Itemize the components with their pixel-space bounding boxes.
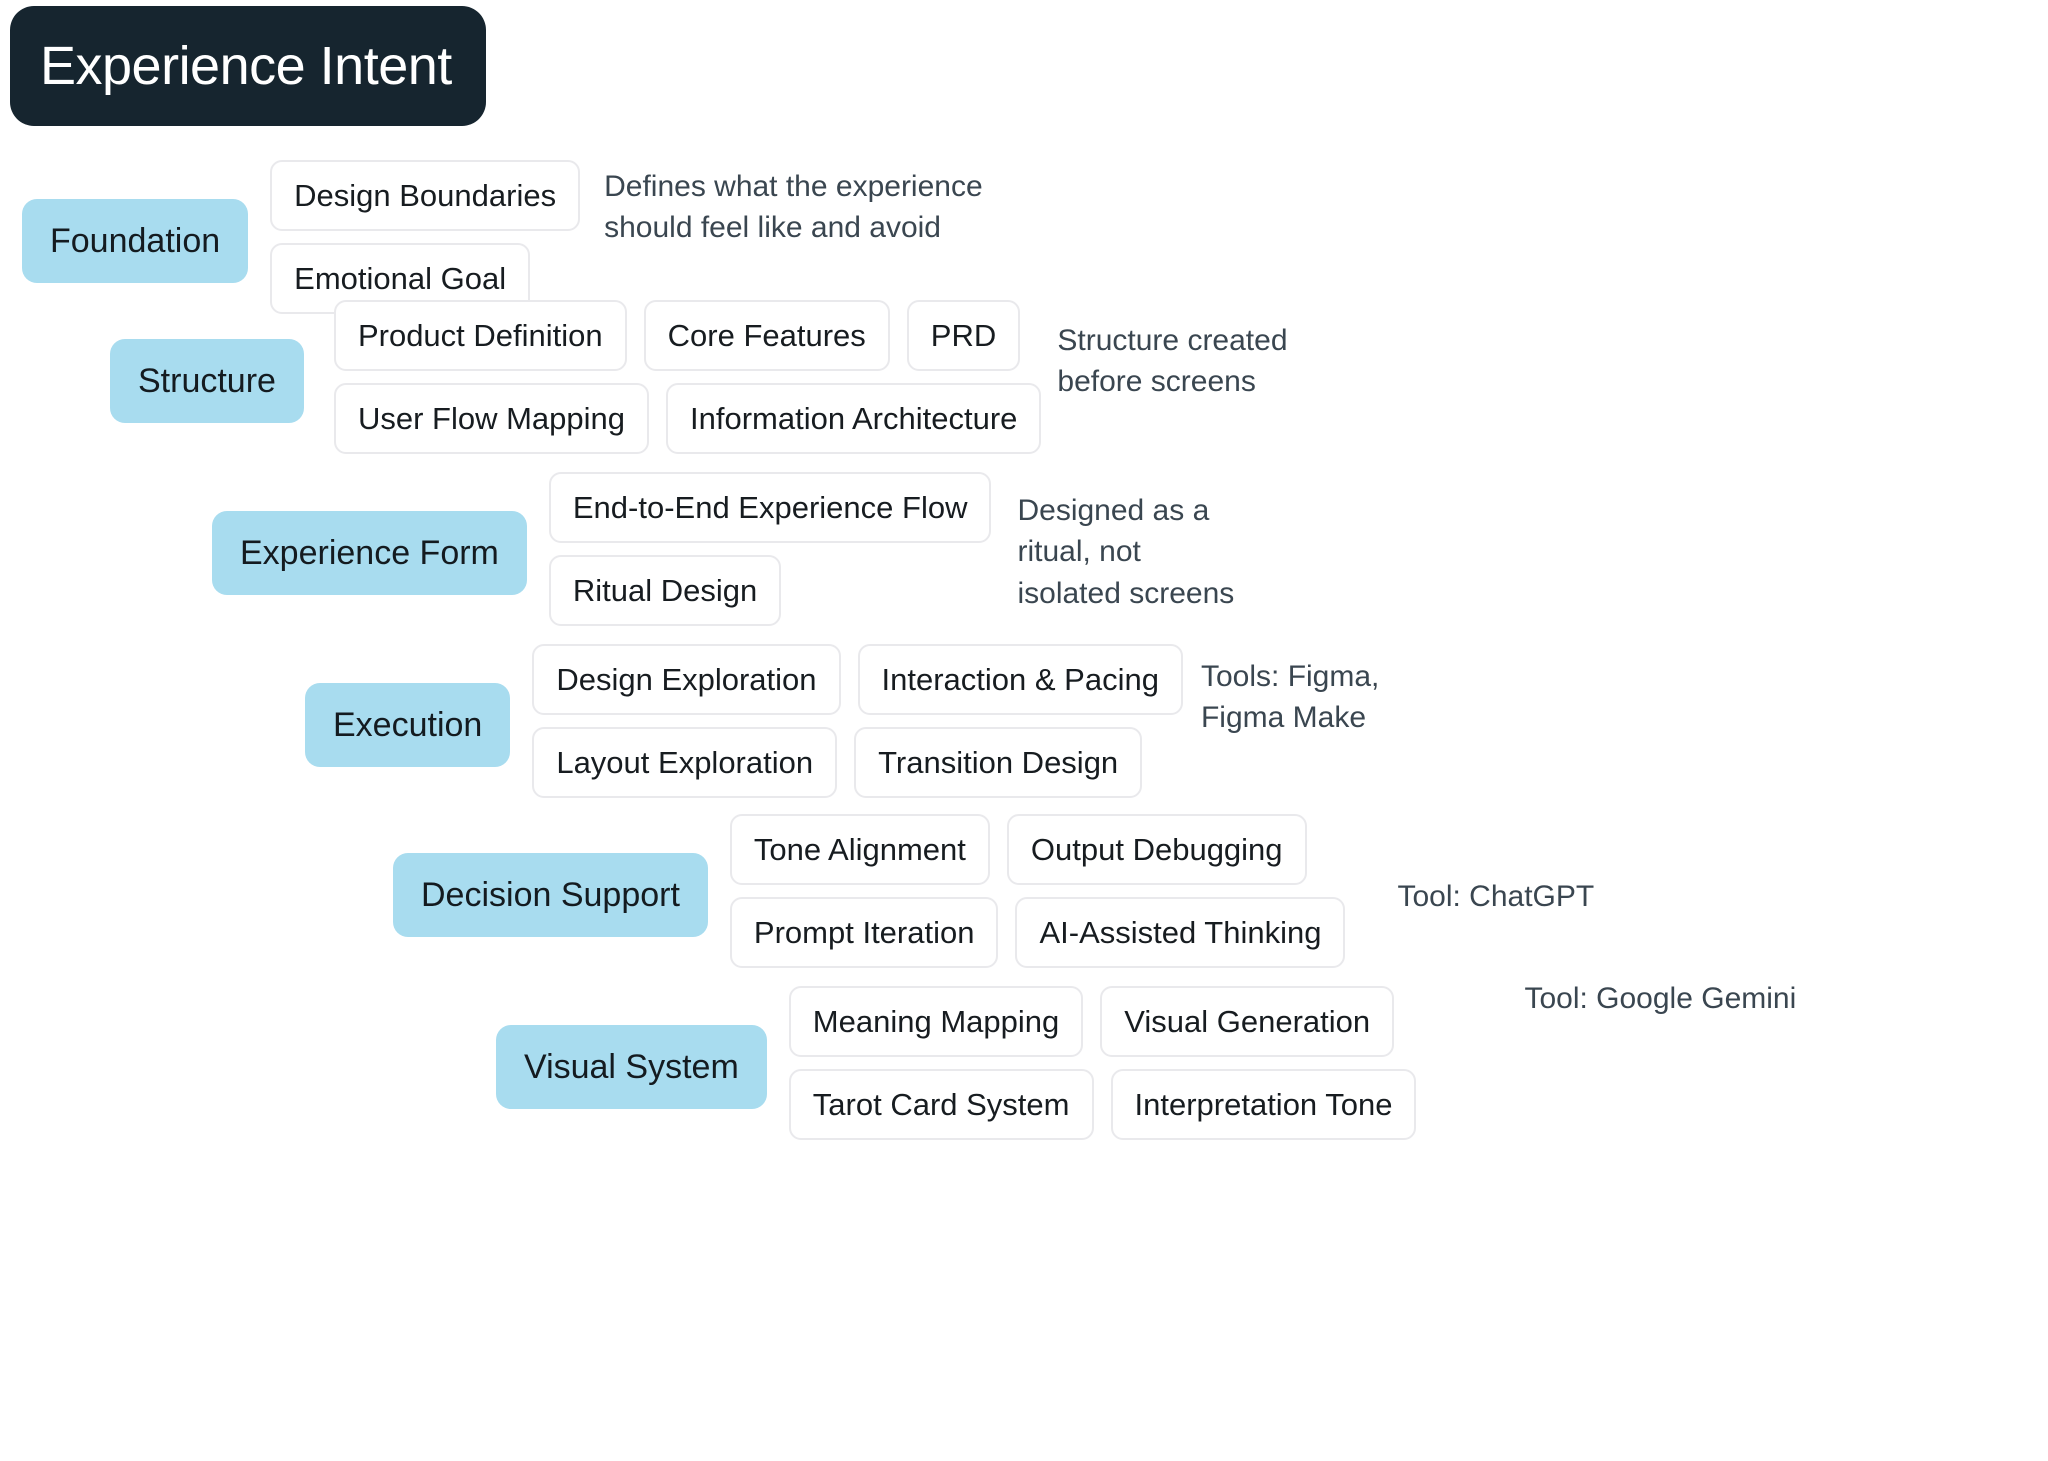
- item-pill[interactable]: Output Debugging: [1006, 814, 1307, 885]
- category-pill-structure[interactable]: Structure: [110, 339, 304, 423]
- row-annotation-visual-system: Tool: Google Gemini: [1524, 982, 1797, 1015]
- category-pill-wrap-structure: Structure: [110, 300, 304, 462]
- item-pill[interactable]: Ritual Design: [548, 555, 782, 626]
- item-pill-line: Ritual Design: [548, 555, 992, 626]
- row-annotation-foundation: Defines what the experience should feel …: [604, 170, 983, 245]
- category-pill-decision-support[interactable]: Decision Support: [393, 853, 708, 937]
- item-pill[interactable]: Product Definition: [333, 300, 627, 371]
- item-pill[interactable]: Interpretation Tone: [1110, 1069, 1417, 1140]
- item-pill[interactable]: Design Exploration: [532, 644, 841, 715]
- row-annotation-structure: Structure created before screens: [1057, 324, 1288, 399]
- item-pill[interactable]: Design Boundaries: [270, 160, 581, 231]
- item-pill[interactable]: Interaction & Pacing: [857, 644, 1183, 715]
- item-pill[interactable]: Meaning Mapping: [788, 986, 1084, 1057]
- item-pill-line: End-to-End Experience Flow: [548, 472, 992, 543]
- item-pill[interactable]: PRD: [906, 300, 1021, 371]
- item-pill[interactable]: Transition Design: [854, 727, 1143, 798]
- category-pill-wrap-foundation: Foundation: [22, 160, 249, 322]
- category-pill-wrap-visual-system: Visual System: [496, 986, 767, 1148]
- item-pill[interactable]: User Flow Mapping: [333, 383, 649, 454]
- category-pill-execution[interactable]: Execution: [305, 683, 511, 767]
- category-pill-visual-system[interactable]: Visual System: [496, 1025, 767, 1109]
- item-pill[interactable]: Tarot Card System: [788, 1069, 1094, 1140]
- category-pill-foundation[interactable]: Foundation: [22, 199, 249, 283]
- item-pill[interactable]: Layout Exploration: [532, 727, 838, 798]
- category-pill-experience-form[interactable]: Experience Form: [212, 511, 527, 595]
- diagram-title-badge: Experience Intent: [10, 6, 486, 126]
- category-pill-wrap-execution: Execution: [305, 644, 511, 806]
- item-pill[interactable]: AI-Assisted Thinking: [1015, 897, 1346, 968]
- category-pill-wrap-experience-form: Experience Form: [212, 472, 527, 634]
- item-pill[interactable]: End-to-End Experience Flow: [548, 472, 992, 543]
- item-pill[interactable]: Visual Generation: [1100, 986, 1395, 1057]
- page-title: Experience Intent: [40, 36, 452, 96]
- row-annotation-experience-form: Designed as a ritual, not isolated scree…: [1017, 494, 1235, 610]
- row-annotation-execution: Tools: Figma, Figma Make: [1200, 660, 1380, 735]
- row-annotation-decision-support: Tool: ChatGPT: [1397, 880, 1595, 913]
- category-pill-wrap-decision-support: Decision Support: [393, 814, 708, 976]
- item-pill[interactable]: Core Features: [643, 300, 890, 371]
- item-pill[interactable]: Information Architecture: [666, 383, 1042, 454]
- item-pill[interactable]: Prompt Iteration: [729, 897, 999, 968]
- item-pill-line: Design Boundaries: [270, 160, 581, 231]
- item-pill[interactable]: Tone Alignment: [729, 814, 990, 885]
